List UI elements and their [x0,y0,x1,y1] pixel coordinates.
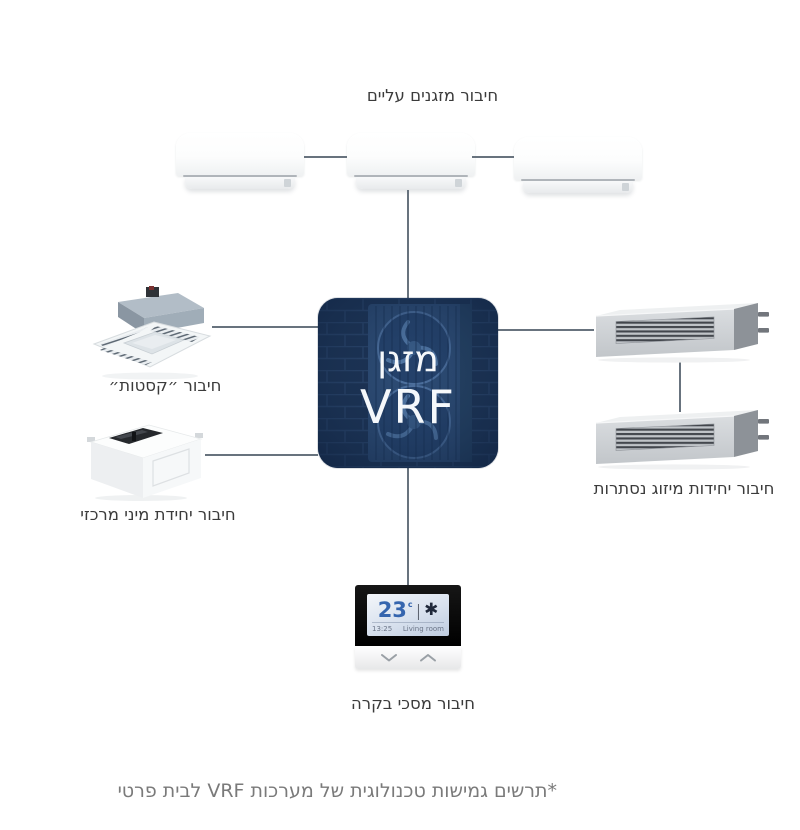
thermostat-readout: 23 c | ✱ [367,597,449,623]
wall-ac-indicator [622,183,629,191]
outdoor-unit-photo [318,298,498,468]
wall-ac-flap [356,177,466,189]
cassette-label: חיבור ״קסטות״ [108,376,222,395]
thermostat-buttons [355,646,461,669]
vrf-title-latin: VRF [360,380,456,434]
concealed-duct-unit-2 [595,410,770,470]
wall-ac-body [176,133,304,176]
connector-vrf-to-ducted [498,329,594,331]
vrf-title-hebrew: מזגן [377,339,439,380]
wall-ac-seam [521,179,635,181]
wall-ac-body [514,137,642,180]
chevron-down-icon [380,654,397,662]
vrf-title-block: מזגן VRF [318,298,498,468]
thermostat-screen: 23 c | ✱ 13:25 Living room [367,594,449,636]
connector-vrf-to-thermostat [407,468,409,586]
wall-ac-indicator [284,179,291,187]
chevron-up-icon [419,654,436,662]
wall-ac-seam [183,175,297,177]
thermostat-room: Living room [402,625,444,633]
temperature-unit: c [407,599,413,609]
vrf-outdoor-unit-card: מזגן VRF [318,298,498,468]
wall-units-label: חיבור מזגנים עליים [366,86,499,105]
connector-minicentral-to-vrf [205,454,318,456]
wall-ac-indicator [455,179,462,187]
readout-divider: | [415,600,422,620]
concealed-duct-unit-1 [595,303,770,363]
wall-ac-unit-3 [514,137,642,193]
connector-ducted1-ducted2 [679,361,681,412]
wall-ac-unit-1 [176,133,304,189]
control-screens-label: חיבור מסכי בקרה [351,694,475,713]
ceiling-cassette-unit [92,286,212,380]
thermostat-body: 23 c | ✱ 13:25 Living room [355,585,461,646]
connector-cassette-to-vrf [212,326,318,328]
thermostat-statusbar: 13:25 Living room [372,622,444,633]
thermostat-time: 13:25 [372,625,393,633]
mini-central-unit [87,424,203,501]
wall-ac-flap [185,177,295,189]
connector-wall1-wall2 [304,156,347,158]
wall-ac-seam [354,175,468,177]
concealed-units-label: חיבור יחידות מיזוג נסתרות [593,479,775,498]
connector-wall2-wall3 [472,156,514,158]
wall-ac-unit-2 [347,133,475,189]
diagram-footnote: *תרשים גמישות טכנולוגית של מערכות VRF לב… [117,780,557,802]
wall-ac-flap [523,181,633,193]
wall-ac-body [347,133,475,176]
cooling-mode-icon: ✱ [424,599,439,620]
mini-central-label: חיבור יחידת מיני מרכזי [80,505,236,524]
temperature-value: 23 [377,597,407,622]
connector-wall-to-vrf [407,190,409,298]
control-screen-thermostat: 23 c | ✱ 13:25 Living room [355,585,461,669]
